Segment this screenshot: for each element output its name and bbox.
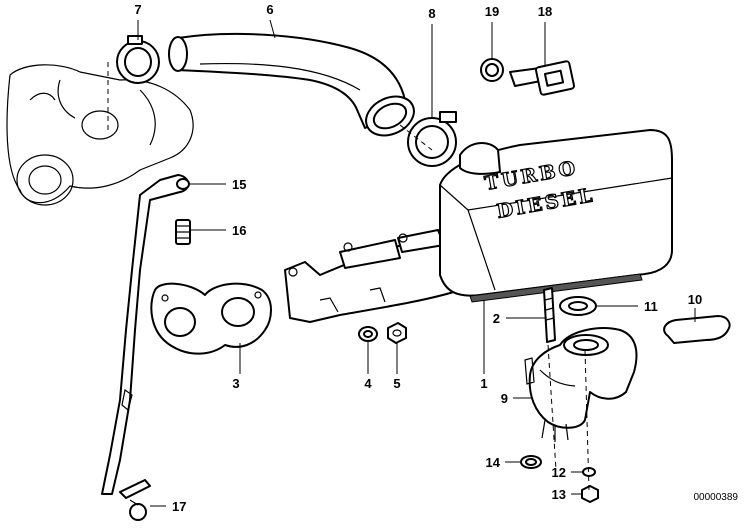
exhaust-manifold [284,229,461,323]
part-label-2: 2 [493,311,500,326]
turbo-cover-1: TURBO DIESEL [439,129,673,303]
bolt-16 [175,219,191,245]
cover-plate-10 [663,315,731,344]
assembly-lines [399,124,590,491]
temperature-sensor-18 [509,60,575,96]
gasket-3 [150,282,272,355]
part-label-6: 6 [266,2,273,17]
part-label-17: 17 [172,499,186,514]
seal-ring-19 [480,58,504,82]
gasket-ring-11 [559,296,597,316]
part-label-11: 11 [644,299,658,314]
part-label-18: 18 [538,4,552,19]
part-label-3: 3 [232,376,239,391]
drawing-reference-number: 00000389 [694,492,739,503]
seal-14 [520,455,542,469]
stud-2 [543,287,556,343]
support-bracket [101,174,190,495]
part-label-9: 9 [501,391,508,406]
hose-clamp-7 [116,35,160,84]
leader-lines [137,19,696,507]
part-label-4: 4 [364,376,372,391]
turbocharger [6,62,194,206]
part-label-10: 10 [688,292,702,307]
part-label-15: 15 [232,177,246,192]
part-label-13: 13 [552,487,566,502]
part-label-16: 16 [232,223,246,238]
part-label-5: 5 [393,376,400,391]
part-label-1: 1 [480,376,487,391]
washer-12 [582,467,596,477]
part-label-14: 14 [486,455,501,470]
nut-13 [581,485,599,503]
part-label-7: 7 [134,2,141,17]
washer-4 [358,326,378,342]
part-label-19: 19 [485,4,499,19]
part-label-12: 12 [552,465,566,480]
hose-clamp-8 [407,111,457,167]
nut-5 [387,322,407,344]
bolt-17 [119,479,151,521]
wastegate-9 [524,327,638,442]
part-label-8: 8 [428,6,435,21]
intake-hose-6 [168,32,415,137]
